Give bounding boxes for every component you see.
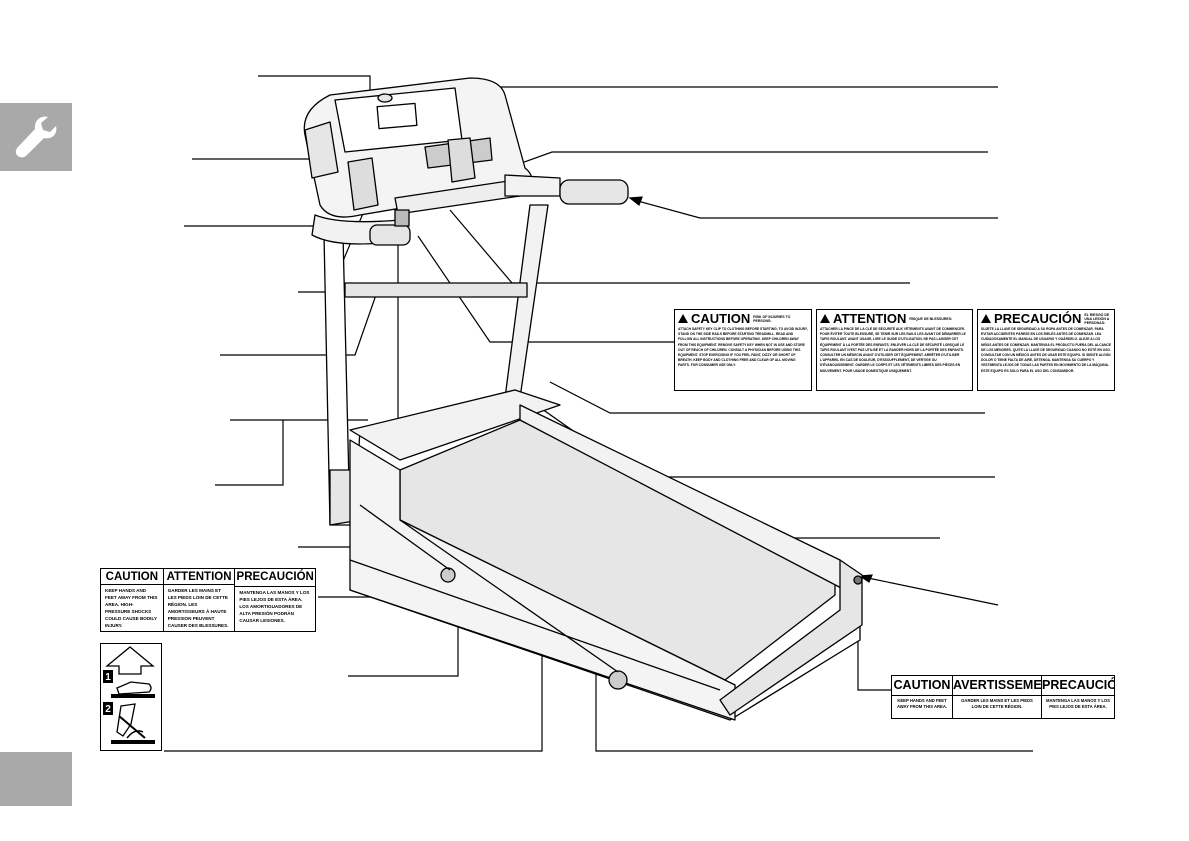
page-tab <box>0 752 72 806</box>
wheel <box>608 670 628 690</box>
step-two-number: 2 <box>105 704 111 715</box>
pedal-pictogram: 1 2 <box>103 646 155 744</box>
callout-line-upright-right <box>549 381 985 414</box>
callout-line-power-center <box>449 209 910 284</box>
attention-text: Attacher la pince de la clé de sécurité … <box>820 327 966 373</box>
foot-pressing-icon <box>111 681 155 698</box>
callout-line-pedal-label <box>164 620 543 752</box>
table-cell: Garder les mains et les pieds loin de ce… <box>167 588 229 628</box>
table-column: CAUTION Keep hands and feet away from th… <box>892 676 953 718</box>
left-side-rail <box>349 439 736 721</box>
table-header: CAUTION <box>892 676 952 696</box>
table-column: PRECAUCIÓN Mantenga las manos y los pies… <box>1042 676 1114 718</box>
arrowhead-handgrip <box>628 196 643 206</box>
table-column: PRECAUCIÓN Mantenga las manos y los pies… <box>235 569 315 631</box>
table-header: PRECAUCIÓN <box>235 569 315 587</box>
step-one-number: 1 <box>105 672 111 683</box>
left-handgrip <box>369 224 411 246</box>
precaucion-risk: EL RIESGO DE UNA LESIÓN A PERSONAS: <box>1084 312 1110 325</box>
table-cell: Garder les mains et les pieds loin de ce… <box>961 698 1033 709</box>
console-screen <box>376 102 418 130</box>
table-header: PRECAUCIÓN <box>1042 676 1114 696</box>
arrowhead-rear-roller <box>858 574 873 583</box>
callout-line-caution-label <box>417 235 674 343</box>
console-top-button <box>377 93 393 103</box>
motor-hood <box>349 389 561 461</box>
table-column: ATTENTION Garder les mains et les pieds … <box>163 569 236 631</box>
tablet-holder-right <box>447 137 476 183</box>
table-header: ATTENTION <box>163 569 235 585</box>
crossbar <box>344 282 528 298</box>
attention-title: ATTENTION <box>833 311 907 326</box>
deck-edge <box>349 559 721 691</box>
left-speaker-panel <box>304 121 339 179</box>
table-header: CAUTION <box>101 569 163 585</box>
caution-text: Attach safety key clip to clothing befor… <box>678 327 808 368</box>
right-handrail <box>504 174 561 197</box>
tablet-holder-left <box>347 157 379 211</box>
warning-triangle-icon <box>820 314 830 323</box>
arrow-up-icon <box>105 646 155 675</box>
right-upright <box>504 204 549 399</box>
table-header: AVERTISSEMENT <box>953 676 1041 696</box>
foot-lever-wheel <box>440 567 456 583</box>
precaucion-text: Sujete la llave de seguridad a su ropa a… <box>981 327 1111 373</box>
table-column: AVERTISSEMENT Garder les mains et les pi… <box>953 676 1042 718</box>
callout-line-right-caution <box>857 618 891 691</box>
callout-line-crossbar <box>220 291 378 356</box>
rear-caution-table: CAUTION Keep hands and feet away from th… <box>891 675 1115 719</box>
precaucion-title: PRECAUCIÓN <box>994 311 1082 326</box>
foot-lift-icon <box>111 703 155 744</box>
callout-line-handgrip <box>633 199 998 219</box>
callout-line-rear-roller <box>867 577 999 606</box>
maintenance-section-tab <box>0 103 72 171</box>
pedal-instruction-label: 1 2 <box>100 643 162 751</box>
attention-risk: RISQUE DE BLESSURES: <box>909 316 953 321</box>
warning-triangle-icon <box>678 314 688 323</box>
table-cell: Keep hands and feet away from this area.… <box>105 588 158 628</box>
rear-roller-knob <box>853 575 863 585</box>
warning-triangle-icon <box>981 314 991 323</box>
rear-end-cap <box>719 559 863 716</box>
caution-risk: RISK OF INJURIES TO PERSONS: <box>753 314 791 323</box>
caution-title: CAUTION <box>691 311 751 326</box>
safety-key <box>394 209 410 227</box>
frame-strut <box>359 504 451 571</box>
shock-caution-table: CAUTION Keep hands and feet away from th… <box>100 568 316 632</box>
wrench-icon <box>15 116 57 158</box>
table-cell: Mantenga las manos y los pies lejos de e… <box>239 590 310 623</box>
table-cell: Keep hands and feet away from this area. <box>896 698 948 709</box>
callout-line-display <box>431 86 998 139</box>
right-handgrip <box>559 179 629 205</box>
frame-strut-b <box>399 519 619 673</box>
table-column: CAUTION Keep hands and feet away from th… <box>101 569 164 631</box>
table-cell: Mantenga las manos y los pies lejos de e… <box>1046 698 1110 709</box>
callout-line-motor-hood <box>215 419 284 486</box>
treadmill-drawing <box>303 77 863 721</box>
